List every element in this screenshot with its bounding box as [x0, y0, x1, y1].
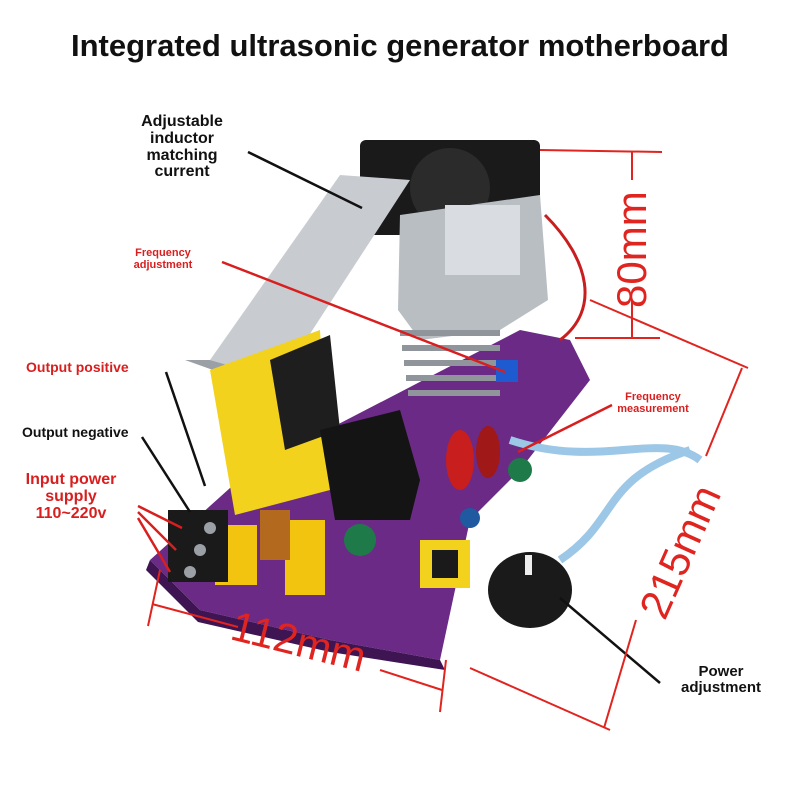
output-terminal-negative [476, 426, 500, 478]
choke-coil [260, 510, 290, 560]
dim-112-tick-left [147, 569, 161, 627]
input-terminal-block [168, 510, 228, 582]
frequency-trimmer [496, 360, 518, 382]
output-terminal-positive [446, 430, 474, 490]
inductor-rail [210, 175, 410, 380]
dim-215-line-bottom [603, 619, 637, 729]
electrolytic-cap-1 [344, 524, 376, 556]
yellow-capacitor-2 [285, 520, 325, 595]
electrolytic-cap-2 [460, 508, 480, 528]
dim-215-tick-top [589, 299, 749, 369]
dim-112-tick-right [439, 659, 447, 713]
pcb-edge [146, 560, 445, 670]
label-inductor: Adjustable inductor matching current [141, 113, 223, 181]
black-heatsink [320, 410, 420, 520]
spec-label-plate [445, 205, 520, 275]
ribbon-cable-2 [557, 446, 692, 564]
aux-transformer-core [432, 550, 458, 578]
fan-wire-red [543, 213, 587, 342]
knob-pointer [525, 555, 532, 575]
arrow-frequency-adjustment [221, 260, 506, 374]
label-frequency-adjustment: Frequency adjustment [133, 247, 193, 271]
arrow-input-2 [137, 511, 177, 551]
label-output-positive: Output positive [26, 359, 129, 375]
transformer-core [270, 335, 340, 450]
dim-112-line-left [151, 603, 239, 628]
electrolytic-cap-3 [508, 458, 532, 482]
heatsink-fins [400, 330, 500, 396]
page-title: Integrated ultrasonic generator motherbo… [71, 28, 729, 63]
arrow-inductor [247, 150, 363, 210]
label-output-negative: Output negative [22, 424, 129, 440]
arrow-frequency-measurement [517, 403, 613, 454]
dimension-height: 80mm [608, 191, 655, 308]
dim-80-tick-top [539, 149, 663, 153]
label-power-adjustment: Power adjustment [680, 663, 761, 696]
arrow-input-3 [136, 517, 172, 573]
power-knob [488, 552, 572, 628]
arrow-power-adjustment [559, 597, 661, 684]
dimension-lines [147, 149, 749, 731]
arrow-output-negative [140, 436, 192, 513]
dim-215-tick-bottom [469, 667, 611, 731]
label-frequency-measurement: Frequency measurement [617, 391, 689, 415]
dim-112-line-right [379, 669, 443, 691]
dim-215-line-top [705, 367, 743, 457]
arrow-input-1 [137, 504, 183, 530]
annotation-arrows [136, 150, 661, 684]
label-input-power: Input power supply 110~220v [25, 471, 117, 522]
arrow-output-positive [164, 371, 207, 487]
